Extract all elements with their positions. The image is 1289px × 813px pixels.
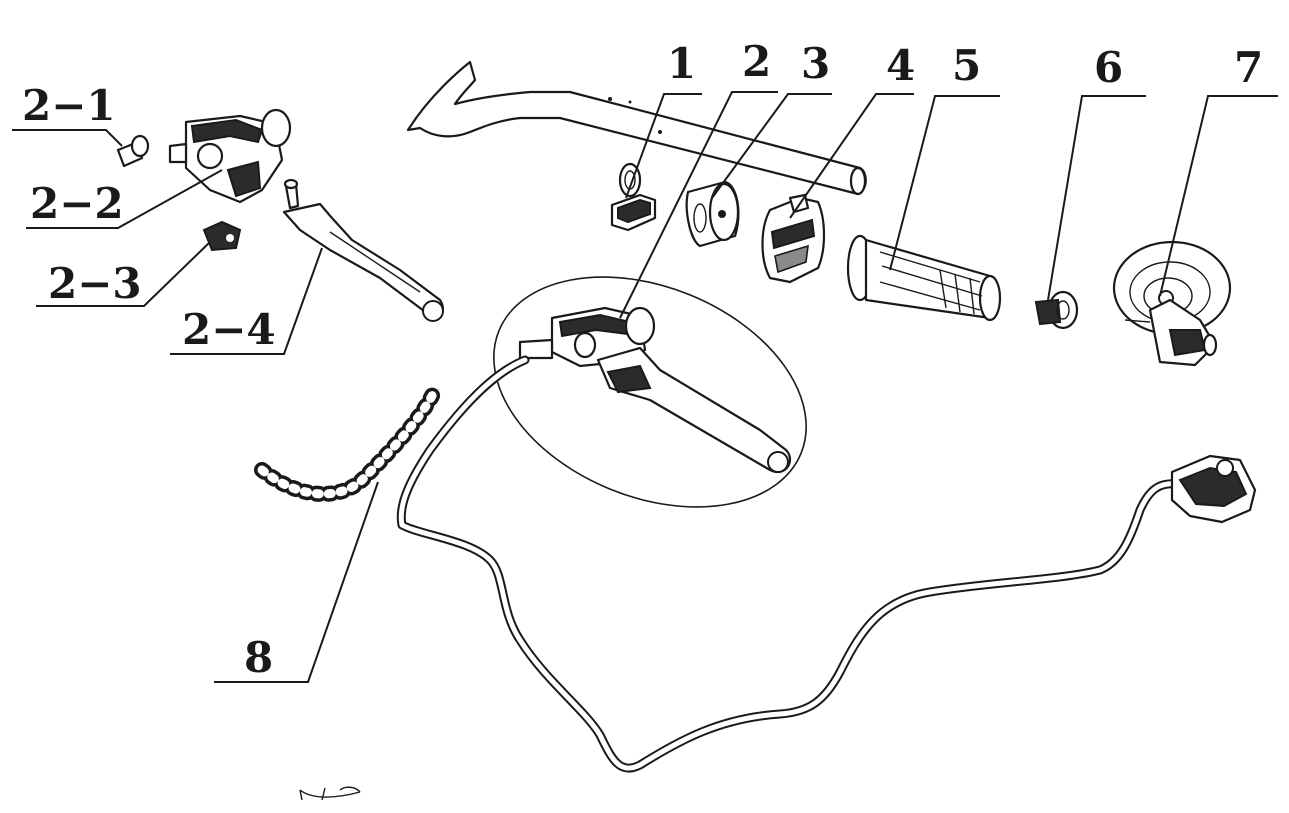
- callout-2-3: 2−3: [48, 259, 142, 308]
- part-2-master-cylinder: [493, 276, 807, 508]
- leader-1: [625, 93, 702, 199]
- callout-5: 5: [952, 41, 981, 90]
- brake-hose: [396, 355, 1185, 773]
- callout-1: 1: [667, 39, 696, 88]
- stray-mark: [299, 786, 361, 801]
- callout-6: 6: [1094, 43, 1123, 92]
- part-1-clamp: [610, 162, 657, 232]
- callout-7: 7: [1234, 43, 1263, 92]
- callout-3: 3: [801, 39, 830, 88]
- part-2-3-pivot: [202, 220, 242, 252]
- leader-2-3: [36, 241, 211, 307]
- callout-2: 2: [742, 37, 771, 86]
- callout-2-2: 2−2: [30, 179, 124, 228]
- leader-4: [789, 93, 914, 219]
- part-4-throttle-housing: [761, 193, 826, 284]
- part-8-hose-spring: [254, 384, 442, 502]
- leader-2-1: [12, 129, 123, 147]
- leader-lines: [12, 91, 1278, 683]
- callout-4: 4: [886, 41, 915, 90]
- part-6-bolt: [1034, 290, 1079, 330]
- part-2-4-lever: [282, 178, 444, 322]
- part-5-grip: [846, 234, 1002, 322]
- callout-labels: 1 2 3 4 5 6 7 2−1 2−2 2−3 2−4 8: [22, 37, 1263, 682]
- leader-2: [619, 91, 778, 319]
- leader-3: [711, 93, 832, 199]
- leader-6: [1047, 95, 1146, 301]
- leader-2-2: [26, 169, 223, 229]
- brake-caliper: [1170, 454, 1257, 524]
- leader-7: [1159, 95, 1278, 297]
- part-2-2-cylinder-body: [168, 108, 292, 204]
- leader-8: [214, 481, 379, 683]
- leader-5: [889, 95, 1000, 271]
- callout-2-4: 2−4: [182, 305, 276, 354]
- part-7-mirror: [1112, 240, 1232, 367]
- callout-8: 8: [244, 633, 273, 682]
- part-2-1-fitting: [116, 134, 150, 168]
- handlebar-tube: [406, 60, 867, 196]
- callout-2-1: 2−1: [22, 81, 116, 130]
- leader-2-4: [170, 247, 323, 355]
- part-3-collar: [685, 180, 740, 248]
